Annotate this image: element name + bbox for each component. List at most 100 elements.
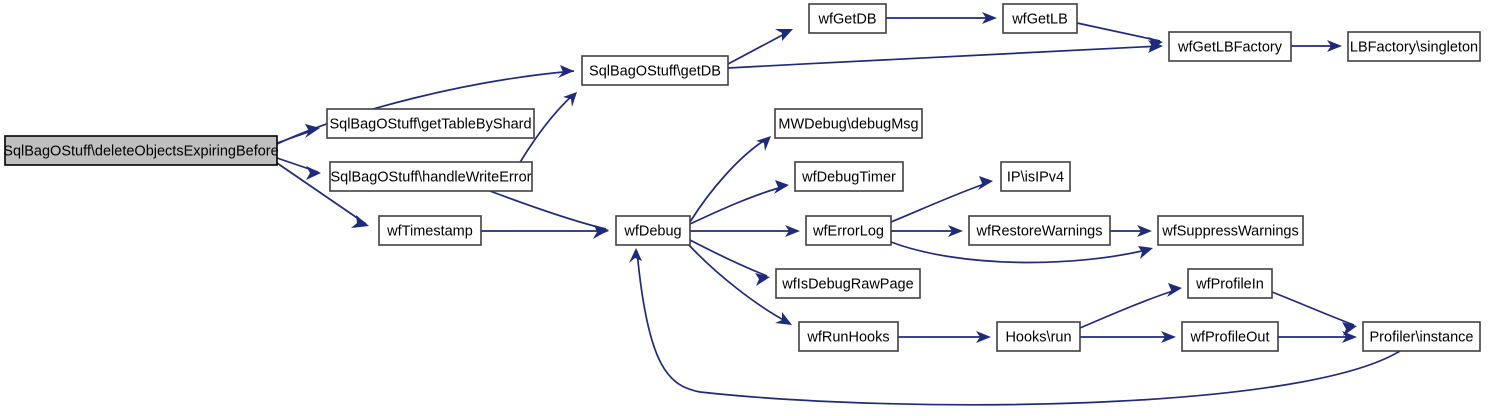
nodes-layer: SqlBagOStuff\deleteObjectsExpiringBefore… (3, 3, 1481, 352)
call-edge (890, 176, 993, 223)
graph-node-wfDebugTimer[interactable]: wfDebugTimer (794, 161, 904, 192)
node-box[interactable] (798, 321, 899, 352)
arrowhead-icon (594, 225, 609, 237)
graph-node-ProfilerInstance[interactable]: Profiler\instance (1362, 321, 1481, 352)
graph-node-wfErrorLog[interactable]: wfErrorLog (805, 215, 892, 246)
graph-node-getTableByShard[interactable]: SqlBagOStuff\getTableByShard (326, 108, 535, 139)
node-label: SqlBagOStuff\deleteObjectsExpiringBefore (3, 143, 278, 159)
graph-node-LBFactorySingleton[interactable]: LBFactory\singleton (1347, 31, 1481, 62)
node-box[interactable] (996, 321, 1081, 352)
node-box[interactable] (1157, 215, 1304, 246)
arrowhead-icon (775, 312, 792, 325)
graph-node-wfRunHooks[interactable]: wfRunHooks (798, 321, 899, 352)
graph-node-wfRestoreWarnings[interactable]: wfRestoreWarnings (968, 215, 1111, 246)
node-box[interactable] (326, 108, 535, 139)
node-box[interactable] (968, 215, 1111, 246)
edge-line (1079, 288, 1180, 329)
arrowhead-icon (1327, 40, 1342, 52)
node-box[interactable] (774, 108, 923, 139)
edge-line (689, 185, 787, 225)
node-box[interactable] (581, 55, 729, 86)
graph-node-getDB[interactable]: SqlBagOStuff\getDB (581, 55, 729, 86)
arrowhead-icon (1138, 246, 1153, 259)
node-label: wfGetDB (817, 11, 876, 27)
graph-node-HooksRun[interactable]: Hooks\run (996, 321, 1081, 352)
call-edge (689, 136, 771, 223)
node-label: SqlBagOStuff\getTableByShard (329, 116, 531, 132)
call-edge (276, 157, 321, 180)
edge-line (727, 45, 1161, 69)
arrowhead-icon (1137, 225, 1152, 237)
edge-line (689, 137, 769, 223)
node-box[interactable] (1362, 321, 1481, 352)
arrowhead-icon (1342, 331, 1357, 343)
edge-line (489, 190, 607, 230)
arrowhead-icon (1161, 331, 1176, 343)
graph-node-wfProfileOut[interactable]: wfProfileOut (1181, 321, 1279, 352)
node-box[interactable] (1181, 321, 1279, 352)
graph-node-IPisIPv4[interactable]: IP\isIPv4 (1000, 161, 1071, 192)
graph-node-wfDebug[interactable]: wfDebug (615, 215, 691, 246)
node-box[interactable] (1168, 31, 1292, 62)
node-box[interactable] (805, 215, 892, 246)
node-label: wfGetLBFactory (1177, 39, 1283, 55)
node-box[interactable] (1347, 31, 1481, 62)
call-edge (727, 29, 793, 65)
node-label: Profiler\instance (1370, 329, 1474, 345)
graph-node-deleteObjectsExpiringBefore[interactable]: SqlBagOStuff\deleteObjectsExpiringBefore (3, 135, 279, 166)
arrowhead-icon (982, 12, 997, 24)
node-box[interactable] (4, 135, 278, 166)
call-edge (1271, 291, 1357, 336)
node-box[interactable] (808, 3, 887, 34)
call-edge (276, 65, 575, 145)
arrowhead-icon (1148, 37, 1163, 50)
call-edge (276, 162, 369, 228)
arrowhead-icon (1167, 283, 1182, 297)
edges-layer (276, 12, 1401, 406)
edge-line (1271, 291, 1355, 326)
node-label: wfDebugTimer (801, 169, 896, 185)
node-box[interactable] (794, 161, 904, 192)
call-edge (890, 241, 1153, 264)
node-label: wfErrorLog (812, 223, 884, 239)
graph-node-wfGetDB[interactable]: wfGetDB (808, 3, 887, 34)
node-box[interactable] (329, 161, 533, 192)
edge-line (636, 250, 1401, 406)
node-box[interactable] (1002, 3, 1078, 34)
node-box[interactable] (1000, 161, 1071, 192)
node-label: SqlBagOStuff\handleWriteError (331, 169, 532, 185)
call-edge (689, 239, 770, 286)
arrowhead-icon (978, 176, 993, 190)
graph-node-wfSuppressWarnings[interactable]: wfSuppressWarnings (1157, 215, 1304, 246)
edge-line (689, 239, 768, 277)
node-label: wfProfileIn (1195, 276, 1264, 292)
edge-line (890, 241, 1151, 264)
arrowhead-icon (1148, 40, 1163, 53)
arrowhead-icon (558, 65, 574, 78)
edge-line (890, 181, 991, 223)
node-label: LBFactory\singleton (1350, 39, 1478, 55)
node-label: wfGetLB (1011, 11, 1068, 27)
edge-line (276, 70, 575, 145)
graph-node-wfGetLBFactory[interactable]: wfGetLBFactory (1168, 31, 1292, 62)
call-edge (1079, 283, 1182, 329)
graph-node-MWDebugDebugMsg[interactable]: MWDebug\debugMsg (774, 108, 923, 139)
call-edge (1291, 40, 1342, 52)
arrowhead-icon (305, 124, 320, 138)
graph-node-wfGetLB[interactable]: wfGetLB (1002, 3, 1078, 34)
call-edge (481, 225, 609, 237)
node-box[interactable] (378, 215, 482, 246)
graph-node-wfIsDebugRawPage[interactable]: wfIsDebugRawPage (775, 268, 921, 299)
node-box[interactable] (1187, 268, 1273, 299)
graph-node-wfProfileIn[interactable]: wfProfileIn (1187, 268, 1273, 299)
call-edge (690, 225, 800, 237)
edge-line (687, 243, 790, 324)
arrowhead-icon (306, 166, 321, 180)
graph-node-handleWriteError[interactable]: SqlBagOStuff\handleWriteError (329, 161, 533, 192)
graph-node-wfTimestamp[interactable]: wfTimestamp (378, 215, 482, 246)
call-edge (629, 248, 1401, 406)
node-box[interactable] (775, 268, 921, 299)
arrowhead-icon (775, 29, 793, 41)
node-box[interactable] (615, 215, 691, 246)
